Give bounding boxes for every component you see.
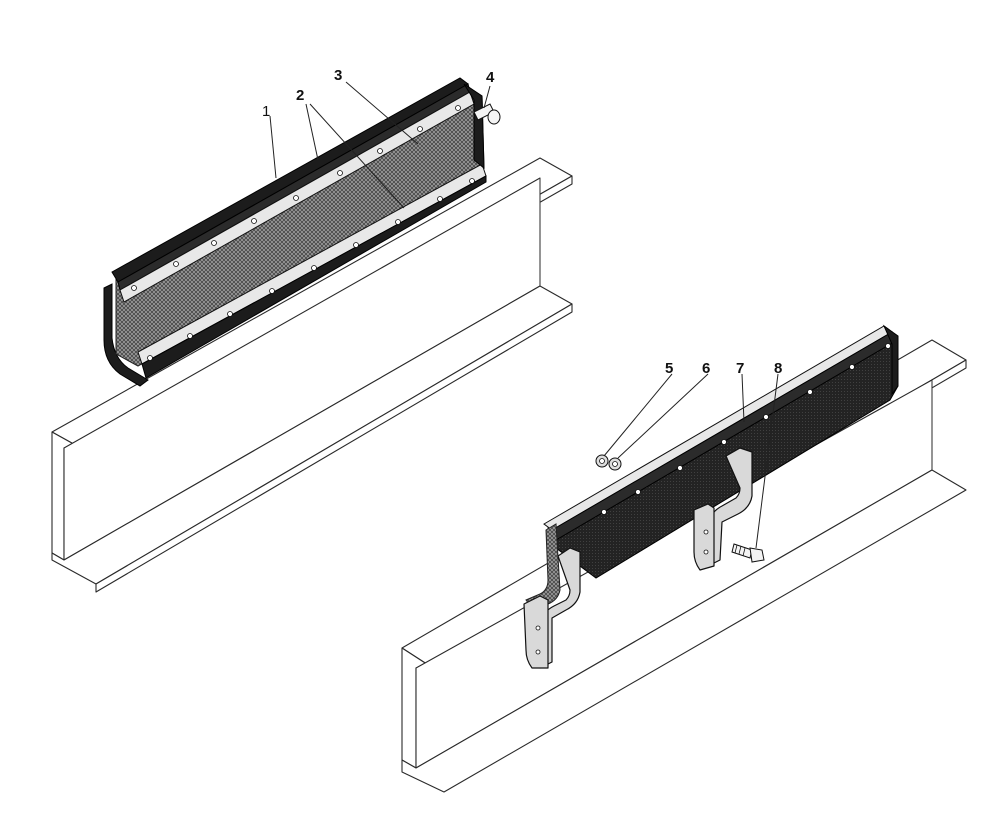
upper-strip-holes: [131, 105, 475, 361]
callout-3: 3: [334, 67, 342, 84]
lower-flap-holes: [601, 343, 891, 515]
callout-1: 1: [262, 103, 270, 120]
callout-5: 5: [665, 360, 673, 377]
upper-assembly: [51, 77, 573, 593]
lower-assembly: [401, 324, 967, 793]
callout-4: 4: [486, 69, 495, 86]
lower-left-bracket: [523, 547, 581, 669]
callout-labels: 1 2 3 4 5 6 7 8: [262, 67, 782, 377]
upper-beam: [51, 157, 573, 593]
callout-6: 6: [702, 360, 710, 377]
lower-beam: [401, 339, 967, 793]
callout-2: 2: [296, 87, 304, 104]
callout-leaders: [269, 81, 779, 549]
callout-8: 8: [774, 360, 782, 377]
lower-bolt: [731, 543, 765, 563]
lower-middle-bracket: [693, 447, 753, 571]
lower-washers: [595, 454, 622, 471]
callout-7: 7: [736, 360, 744, 377]
